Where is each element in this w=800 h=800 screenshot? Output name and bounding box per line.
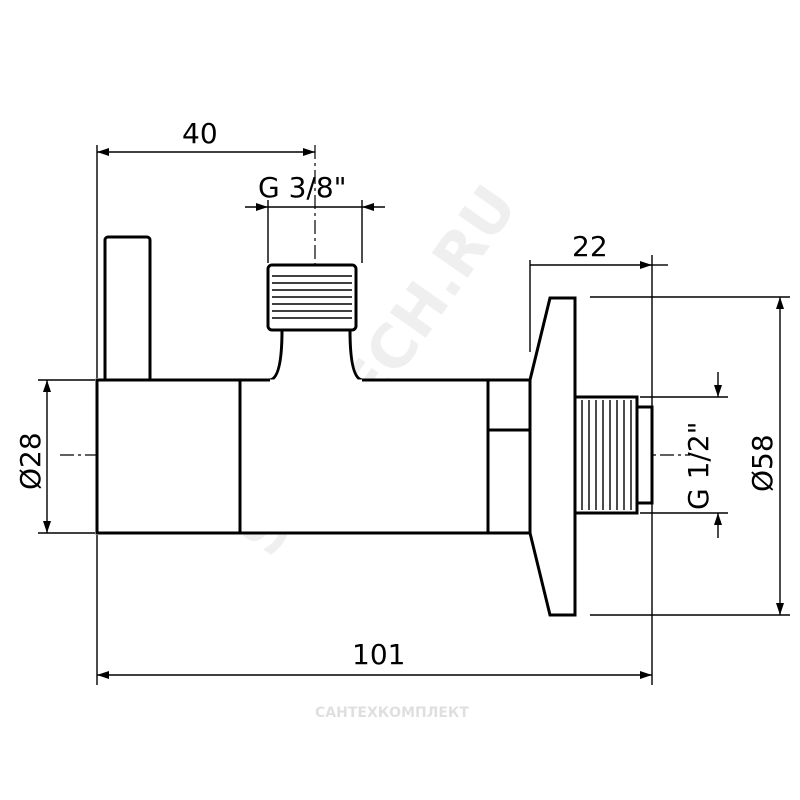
dimension-g38-label: G 3/8" [258, 171, 347, 204]
dimension-22: 22 [529, 230, 668, 685]
dimension-d58-label: Ø58 [746, 434, 779, 492]
top-thread-lines [272, 275, 352, 319]
top-outlet [266, 263, 363, 383]
dimension-g12-label: G 1/2" [682, 421, 715, 510]
dimension-40: 40 [96, 117, 315, 378]
side-nut [486, 378, 532, 535]
dimension-d28-label: Ø28 [14, 432, 47, 490]
dimension-101-label: 101 [352, 638, 405, 671]
dimension-d58: Ø58 [590, 296, 790, 616]
dimension-g12: G 1/2" [640, 372, 728, 538]
dimension-g38: G 3/8" [245, 171, 385, 263]
watermark-footer: САНТЕХКОМПЛЕКТ [315, 705, 469, 721]
dimension-d28: Ø28 [14, 379, 95, 534]
wall-flange [528, 296, 577, 617]
valve-handle [103, 235, 152, 385]
dimension-40-label: 40 [182, 117, 218, 150]
dimension-22-label: 22 [572, 230, 608, 263]
dimension-101: 101 [96, 535, 652, 685]
side-outlet [573, 395, 654, 515]
valve-body [95, 378, 490, 535]
